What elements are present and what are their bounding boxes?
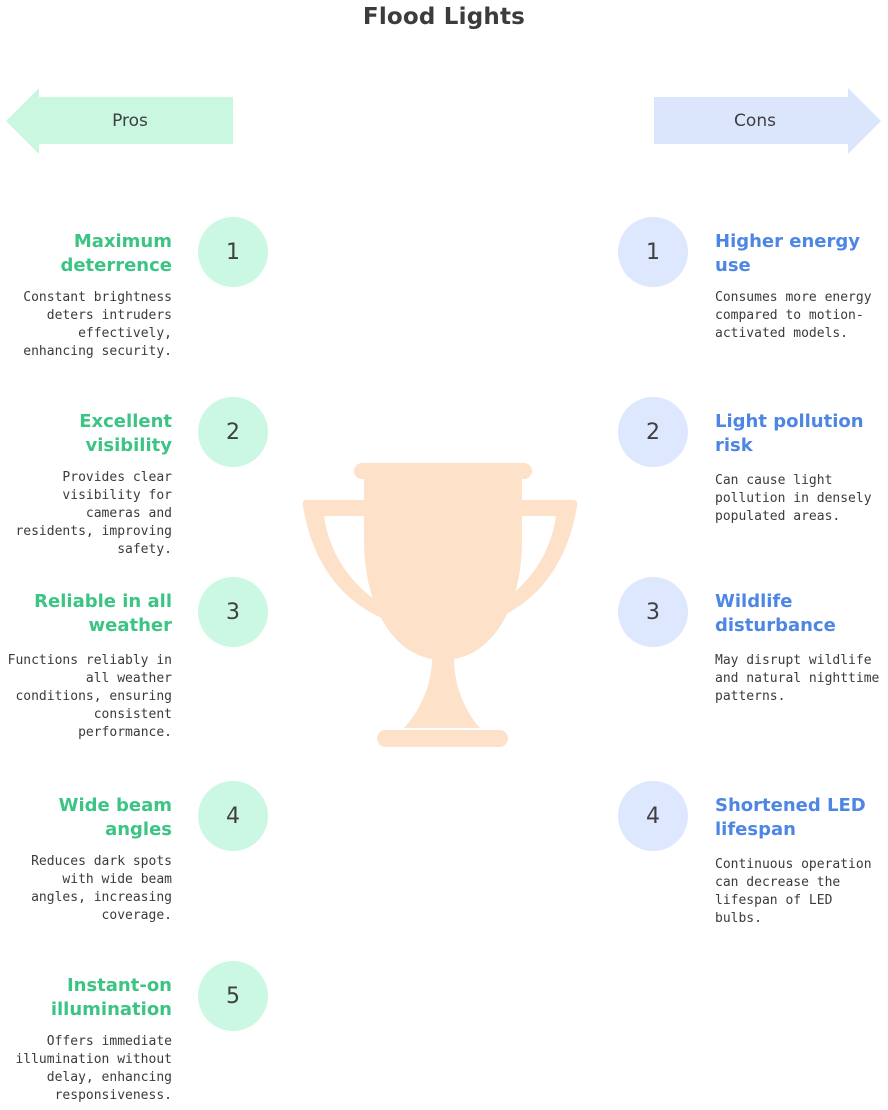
pro-description: Functions reliably in all weather condit… xyxy=(7,653,172,740)
con-description: Consumes more energy compared to motion-… xyxy=(715,290,872,341)
con-title: Wildlife disturbance xyxy=(715,591,836,636)
con-number-badge: 4 xyxy=(618,781,688,851)
pro-number-badge: 3 xyxy=(198,577,268,647)
pro-title: Maximum deterrence xyxy=(60,231,172,276)
con-number-badge: 1 xyxy=(618,217,688,287)
pro-number-badge: 5 xyxy=(198,961,268,1031)
pro-title: Wide beam angles xyxy=(58,795,172,840)
pro-title: Instant-on illumination xyxy=(50,975,172,1020)
pros-arrow xyxy=(6,88,233,154)
pro-description: Offers immediate illumination without de… xyxy=(15,1034,172,1103)
page-title: Flood Lights xyxy=(362,4,526,30)
pro-description: Constant brightness deters intruders eff… xyxy=(23,290,172,359)
cons-arrow xyxy=(654,88,881,154)
trophy-icon xyxy=(302,463,578,747)
cons-label: Cons xyxy=(734,111,776,131)
con-number-badge: 2 xyxy=(618,397,688,467)
pro-number-badge: 4 xyxy=(198,781,268,851)
con-title: Higher energy use xyxy=(715,231,861,276)
con-description: Can cause light pollution in densely pop… xyxy=(715,473,872,524)
con-number-badge: 3 xyxy=(618,577,688,647)
con-title: Shortened LED lifespan xyxy=(715,795,866,840)
pros-label: Pros xyxy=(112,111,148,131)
pro-number-badge: 1 xyxy=(198,217,268,287)
pro-title: Reliable in all weather xyxy=(34,591,172,636)
con-description: May disrupt wildlife and natural nightti… xyxy=(715,653,880,704)
pro-description: Reduces dark spots with wide beam angles… xyxy=(31,854,172,923)
con-title: Light pollution risk xyxy=(715,411,864,456)
pro-title: Excellent visibility xyxy=(79,411,172,456)
con-description: Continuous operation can decrease the li… xyxy=(715,857,872,926)
pro-description: Provides clear visibility for cameras an… xyxy=(15,470,172,557)
pro-number-badge: 2 xyxy=(198,397,268,467)
